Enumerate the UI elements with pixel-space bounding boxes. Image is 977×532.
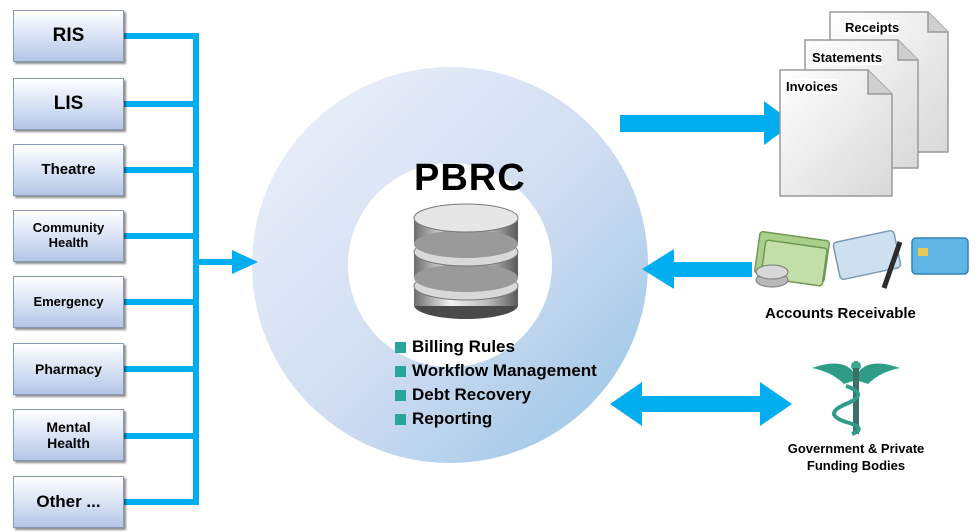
receipts-label: Receipts: [845, 20, 900, 35]
feature-item: Debt Recovery: [395, 383, 597, 407]
source-box-theatre: Theatre: [13, 144, 124, 196]
bullet-square-icon: [395, 365, 406, 377]
source-label: Mental Health: [46, 418, 91, 451]
feature-label: Debt Recovery: [412, 385, 532, 404]
source-label: RIS: [52, 25, 85, 47]
payment-icon: [754, 229, 969, 289]
feature-item: Reporting: [395, 407, 597, 431]
input-arrow-accounts: [642, 249, 752, 289]
source-label: Pharmacy: [35, 360, 102, 377]
funding-bodies-label: Government & Private Funding Bodies: [787, 441, 925, 473]
source-label: Other ...: [36, 492, 101, 512]
source-box-emergency: Emergency: [13, 276, 124, 328]
documents-icon: [779, 11, 949, 197]
input-arrow-head: [232, 250, 258, 274]
statements-label: Statements: [812, 50, 883, 65]
source-box-mental-health: Mental Health: [13, 409, 124, 461]
accounts-receivable-label: Accounts Receivable: [765, 305, 916, 322]
double-arrow-funding: [610, 382, 792, 426]
source-connectors: [124, 33, 232, 505]
feature-label: Workflow Management: [412, 361, 597, 380]
feature-item: Workflow Management: [395, 359, 597, 383]
source-box-community-health: Community Health: [13, 210, 124, 262]
source-label: Theatre: [41, 161, 96, 179]
feature-list: Billing Rules Workflow Management Debt R…: [395, 335, 597, 431]
source-box-lis: LIS: [13, 78, 124, 130]
source-label: Emergency: [33, 293, 104, 309]
feature-label: Reporting: [412, 409, 493, 428]
source-label: Community Health: [32, 220, 105, 250]
feature-label: Billing Rules: [412, 337, 515, 356]
bullet-square-icon: [395, 413, 406, 425]
bullet-square-icon: [395, 389, 406, 401]
source-label: LIS: [53, 93, 84, 115]
source-box-ris: RIS: [13, 10, 124, 62]
source-box-other: Other ...: [13, 476, 124, 528]
database-icon: [413, 203, 519, 319]
invoices-label: Invoices: [786, 79, 839, 94]
source-box-pharmacy: Pharmacy: [13, 343, 124, 395]
feature-item: Billing Rules: [395, 335, 597, 359]
pbrc-title: PBRC: [414, 157, 526, 199]
output-arrow-documents: [620, 101, 794, 145]
caduceus-icon: [812, 361, 900, 436]
bullet-square-icon: [395, 341, 406, 353]
